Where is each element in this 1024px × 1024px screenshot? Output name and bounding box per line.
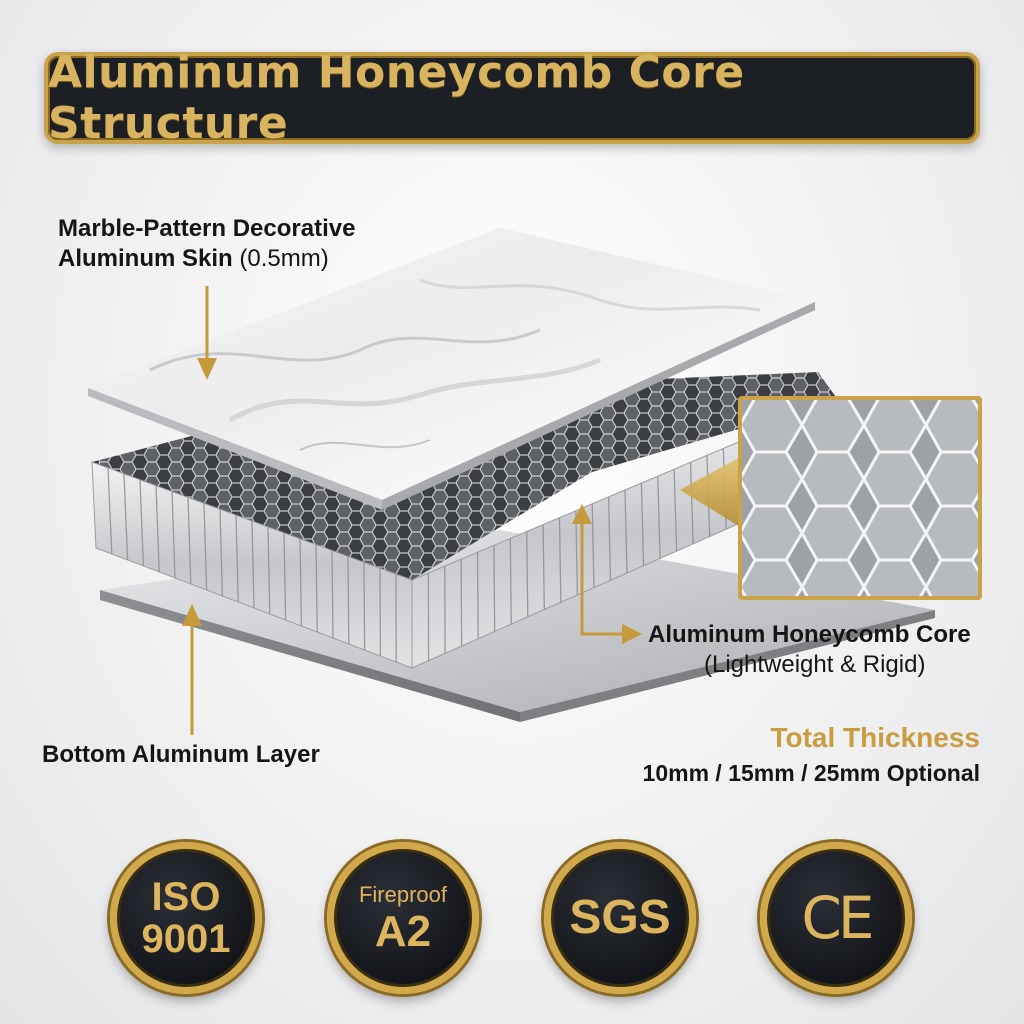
core-rib (107, 467, 113, 555)
core-rib (591, 503, 595, 588)
marble-aluminum-skin (88, 228, 815, 510)
title-banner: Aluminum Honeycomb Core Structure (44, 47, 980, 149)
core-rib (689, 462, 694, 544)
core-rib (203, 503, 208, 591)
core-rib (558, 517, 562, 603)
core-rib (624, 489, 628, 574)
core-rib (155, 485, 160, 573)
core-rib (347, 556, 350, 645)
badge-line1: CE (801, 884, 874, 952)
core-arrow (572, 504, 642, 644)
core-rib (607, 496, 612, 581)
badge-line1: ISO (151, 875, 221, 919)
thickness-title: Total Thickness (770, 722, 980, 753)
bottom-label: Bottom Aluminum Layer (42, 741, 320, 768)
badge-line1: SGS (569, 891, 671, 944)
skin-label: Marble-Pattern Decorative Aluminum Skin … (58, 214, 355, 274)
core-rib (331, 550, 334, 639)
core-rib (283, 532, 287, 621)
core-rib (219, 509, 224, 597)
core-rib (315, 544, 318, 633)
core-rib (509, 538, 512, 625)
badge-line2: 9001 (141, 917, 231, 961)
core-rib (493, 545, 496, 632)
skin-label-line2-bold: Aluminum Skin (58, 245, 233, 272)
core-rib (299, 538, 303, 627)
skin-arrow (197, 286, 217, 380)
core-rib (251, 520, 255, 609)
iso-9001-badge: ISO 9001 (110, 842, 262, 994)
core-rib (123, 473, 129, 561)
skin-label-line1: Marble-Pattern Decorative (58, 215, 356, 242)
core-rib (476, 552, 479, 639)
core-rib (673, 469, 678, 552)
core-rib (139, 479, 145, 567)
core-rib (171, 491, 176, 579)
core-rib (235, 515, 239, 603)
core-rib (267, 526, 271, 615)
ce-badge: CE (760, 842, 912, 994)
core-rib (640, 483, 645, 566)
sgs-badge: SGS (544, 842, 696, 994)
core-rib (363, 562, 366, 651)
core-label: Aluminum Honeycomb Core (Lightweight & R… (648, 620, 971, 680)
core-rib (526, 531, 529, 617)
core-rib (575, 510, 579, 595)
honeycomb-zoom-inset (680, 396, 982, 600)
core-rib (657, 476, 661, 559)
fireproof-a2-badge: Fireproof A2 (327, 842, 479, 994)
core-label-line2: (Lightweight & Rigid) (704, 651, 926, 678)
core-rib (187, 497, 192, 585)
badge-line1: Fireproof (358, 882, 448, 907)
skin-label-line2-rest: (0.5mm) (232, 245, 329, 272)
core-rib (542, 524, 545, 610)
page-title: Aluminum Honeycomb Core Structure (48, 47, 745, 149)
bottom-arrow (182, 604, 202, 735)
badge-line2: A2 (374, 907, 432, 956)
core-label-line1: Aluminum Honeycomb Core (648, 621, 971, 648)
thickness-value: 10mm / 15mm / 25mm Optional (642, 760, 980, 786)
